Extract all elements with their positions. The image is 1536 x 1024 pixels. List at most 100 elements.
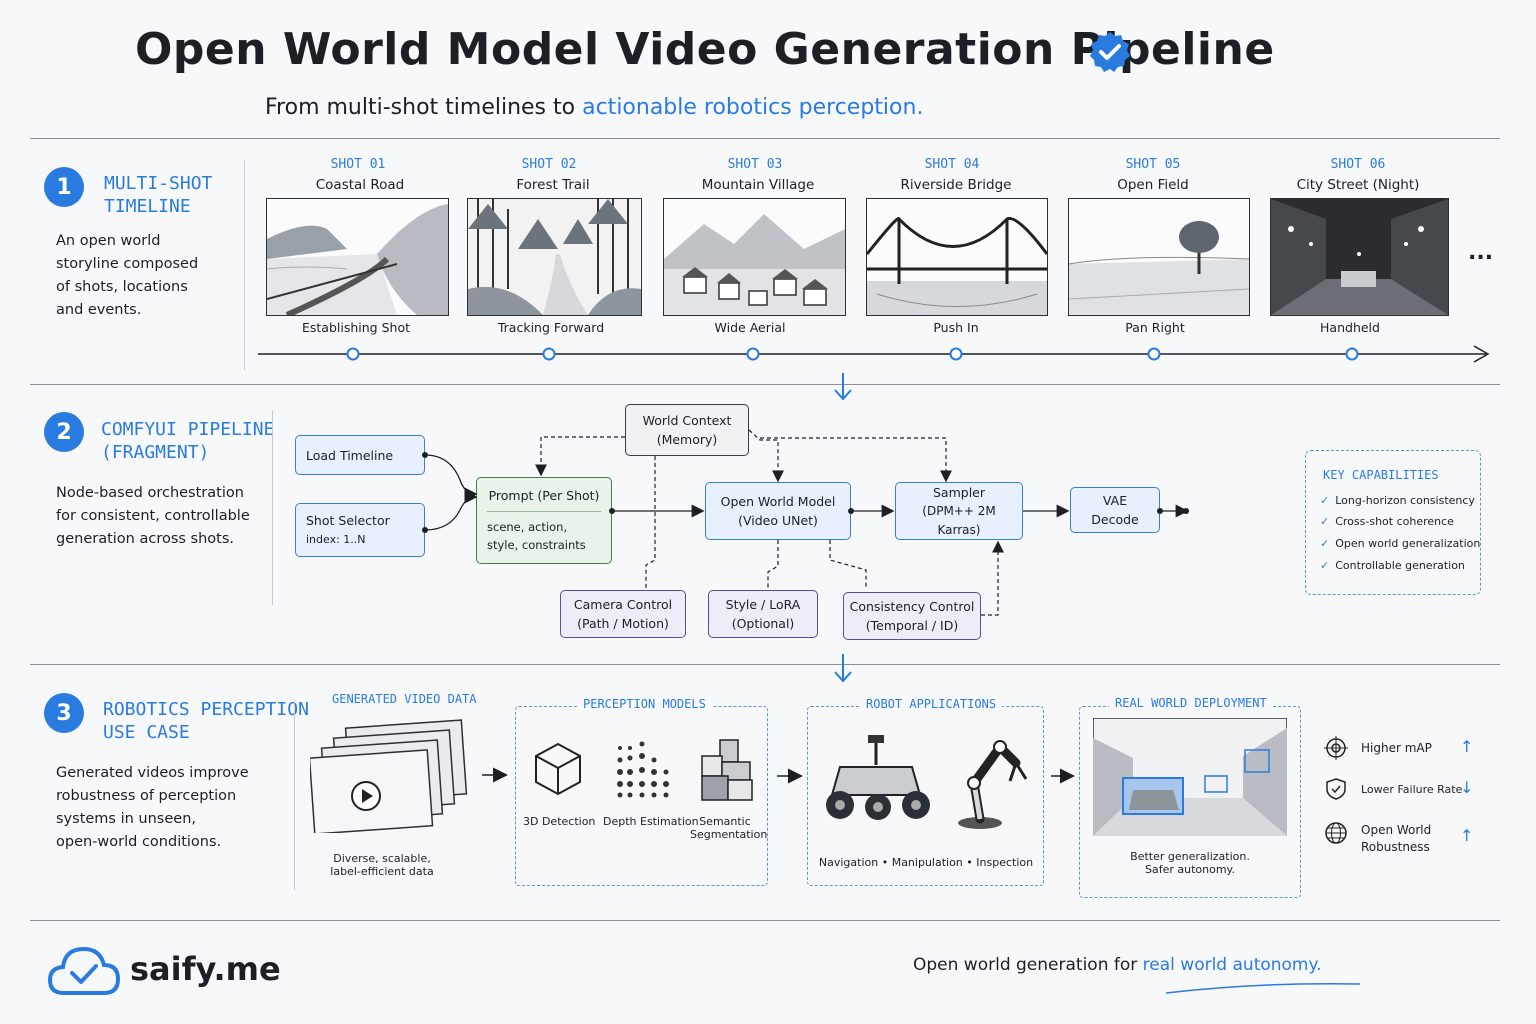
shot-name: Open Field [1117, 177, 1189, 193]
perception-models-header: PERCEPTION MODELS [577, 697, 712, 711]
desc-line: Generated videos improve [56, 765, 249, 781]
robot-applications-header: ROBOT APPLICATIONS [860, 697, 1003, 711]
node-sublabel: scene, action, [487, 520, 568, 534]
label-line: Segmentation [690, 828, 768, 841]
section-1-title-line1: MULTI-SHOT [104, 173, 213, 194]
metric-line: Open World [1361, 823, 1432, 837]
shot-caption: Push In [933, 320, 979, 335]
mobile-robot-icon [826, 735, 930, 820]
capability-label: Controllable generation [1335, 559, 1465, 572]
node-label: Open World Model [720, 494, 836, 509]
node-vae-decode[interactable]: VAE Decode [1070, 487, 1160, 533]
node-style-lora[interactable]: Style / LoRA (Optional) [708, 590, 818, 638]
shot-caption: Handheld [1320, 320, 1380, 335]
video-stack-icon [310, 719, 468, 833]
divider [30, 384, 1500, 385]
section-2-description: Node-based orchestration for consistent,… [56, 482, 250, 551]
node-label: Style / LoRA [725, 597, 801, 612]
shot-caption: Pan Right [1125, 320, 1185, 335]
metric-higher-map: Higher mAP [1361, 741, 1432, 755]
tagline-accent: real world autonomy. [1142, 955, 1322, 975]
trend-up-icon: ↑ [1460, 737, 1474, 756]
shot-image-forest-trail [467, 198, 642, 316]
step-3-badge: 3 [44, 693, 84, 733]
verified-badge-icon [1090, 32, 1130, 72]
section-divider [272, 410, 273, 605]
target-icon [1324, 736, 1348, 760]
node-shot-selector[interactable]: Shot Selector index: 1..N [295, 503, 425, 557]
check-icon: ✓ [1320, 537, 1330, 550]
desc-line: An open world [56, 233, 161, 249]
shot-label: SHOT 06 [1330, 157, 1386, 172]
capability-label: Open world generalization [1335, 537, 1481, 550]
node-sublabel: (Video UNet) [738, 513, 818, 528]
desc-line: systems in unseen, [56, 811, 196, 827]
node-load-timeline[interactable]: Load Timeline [295, 435, 425, 475]
check-icon: ✓ [1320, 559, 1330, 572]
shot-name: Coastal Road [315, 177, 405, 193]
page-title: Open World Model Video Generation Pipeli… [135, 24, 1275, 75]
section-3-title-line2: USE CASE [103, 722, 190, 743]
shot-image-riverside-bridge [866, 198, 1048, 316]
tagline-plain: Open world generation for [913, 955, 1138, 975]
node-sublabel: (Temporal / ID) [865, 618, 959, 633]
capability-item: ✓ Long-horizon consistency [1320, 494, 1475, 507]
perception-label-seg: Semantic Segmentation [690, 815, 768, 841]
node-label: Consistency Control [849, 599, 975, 614]
divider [30, 664, 1500, 665]
segmentation-icon [701, 739, 753, 801]
shot-image-city-street-night [1270, 198, 1449, 316]
page-subtitle: From multi-shot timelines to actionable … [265, 95, 923, 120]
caption-line: Diverse, scalable, [333, 852, 431, 865]
node-sublabel: (Optional) [731, 616, 795, 631]
subtitle-plain: From multi-shot timelines to [265, 95, 576, 120]
section-divider [294, 700, 295, 890]
desc-line: robustness of perception [56, 788, 237, 804]
node-camera-control[interactable]: Camera Control (Path / Motion) [560, 590, 686, 638]
shot-label: SHOT 02 [521, 157, 577, 172]
shot-label: SHOT 03 [727, 157, 783, 172]
cube-3d-detection-icon [535, 742, 581, 796]
more-shots-ellipsis: ... [1468, 240, 1494, 265]
node-world-context[interactable]: World Context (Memory) [625, 404, 749, 456]
desc-line: open-world conditions. [56, 834, 222, 850]
shot-name: Forest Trail [516, 177, 590, 193]
desc-line: of shots, locations [56, 279, 188, 295]
shield-check-icon [1326, 778, 1346, 800]
metric-open-world-robustness: Open World Robustness [1361, 822, 1431, 856]
shot-name: Mountain Village [701, 177, 815, 193]
node-sublabel: (Path / Motion) [577, 616, 669, 631]
capability-label: Cross-shot coherence [1335, 515, 1454, 528]
node-open-world-model[interactable]: Open World Model (Video UNet) [705, 482, 851, 540]
trend-down-icon: ↓ [1460, 778, 1474, 797]
timeline-markers [346, 347, 1359, 361]
node-label: World Context [642, 413, 732, 428]
desc-line: and events. [56, 302, 142, 318]
metric-line: Robustness [1361, 840, 1430, 854]
depth-map-icon [617, 741, 669, 798]
step-2-badge: 2 [44, 412, 84, 452]
node-label: VAE Decode [1091, 493, 1139, 527]
footer-tagline: Open world generation for real world aut… [913, 955, 1322, 975]
check-icon: ✓ [1320, 494, 1330, 507]
shot-image-mountain-village [663, 198, 846, 316]
desc-line: generation across shots. [56, 531, 235, 547]
cloud-check-logo-icon [47, 946, 121, 995]
section-3-description: Generated videos improve robustness of p… [56, 762, 249, 854]
real-world-deployment-header: REAL WORLD DEPLOYMENT [1109, 696, 1273, 710]
node-consistency-control[interactable]: Consistency Control (Temporal / ID) [843, 592, 981, 640]
shot-label: SHOT 05 [1125, 157, 1181, 172]
shot-label: SHOT 04 [924, 157, 980, 172]
shot-image-coastal-road [266, 198, 449, 316]
section-1-description: An open world storyline composed of shot… [56, 230, 198, 322]
capability-label: Long-horizon consistency [1335, 494, 1475, 507]
deployment-caption: Better generalization. Safer autonomy. [1100, 850, 1280, 876]
section-2-title-line2: (FRAGMENT) [101, 442, 210, 463]
node-sampler[interactable]: Sampler (DPM++ 2M Karras) [895, 482, 1023, 540]
node-prompt[interactable]: Prompt (Per Shot) scene, action, style, … [476, 477, 612, 564]
node-label: Shot Selector [306, 513, 390, 528]
label-line: Semantic [699, 815, 751, 828]
node-label: Camera Control [573, 597, 673, 612]
capability-item: ✓Cross-shot coherence [1320, 515, 1454, 528]
brand-logo-text: saify.me [130, 950, 281, 988]
